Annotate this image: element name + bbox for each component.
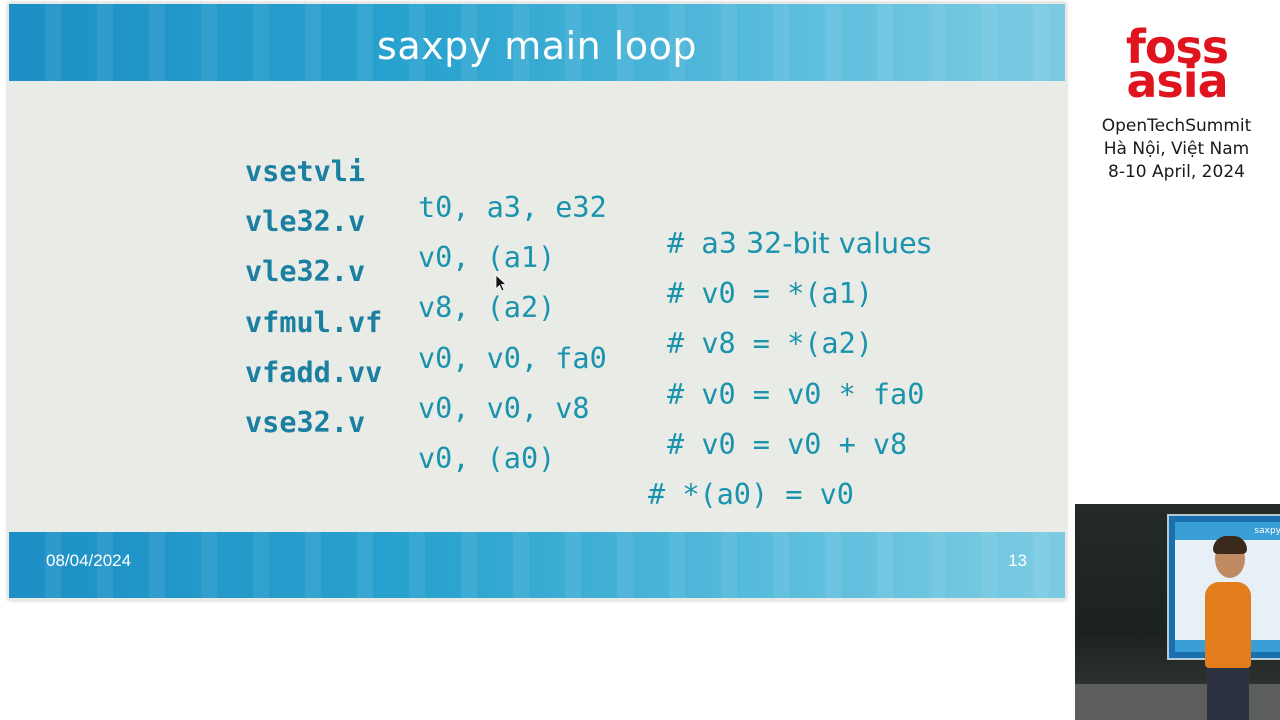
code-operands: v0, v0, v8 <box>418 392 590 425</box>
speaker-legs <box>1207 666 1249 720</box>
code-operands: v0, (a0) <box>418 442 556 475</box>
event-name: OpenTechSummit <box>1101 116 1252 136</box>
code-line: vsetvli t0, a3, e32 # a3 32-bit values <box>245 118 932 260</box>
code-line: vle32.v v8, (a2) # v8 = *(a2) <box>245 218 873 360</box>
code-comment: # v0 = v0 + v8 <box>667 428 908 461</box>
header-stripes <box>9 4 1065 81</box>
code-operands: v8, (a2) <box>418 291 556 324</box>
code-mnemonic: vle32.v <box>245 255 366 288</box>
presentation-slide: saxpy main loop vsetvli t0, a3, e32 # a3… <box>8 3 1066 600</box>
slide-page-number: 13 <box>1008 551 1027 570</box>
code-operands: v0, (a1) <box>418 241 556 274</box>
code-mnemonic: vfmul.vf <box>245 306 383 339</box>
code-comment: # v0 = *(a1) <box>667 277 873 310</box>
code-operands: v0, v0, fa0 <box>418 342 607 375</box>
code-line: vse32.v v0, (a0) # *(a0) = v0 <box>245 369 854 511</box>
footer-stripes <box>9 532 1065 598</box>
event-dates: 8-10 April, 2024 <box>1108 162 1245 182</box>
code-line: vle32.v v0, (a1) # v0 = *(a1) <box>245 168 873 310</box>
code-comment: # v8 = *(a2) <box>667 327 873 360</box>
slide-title: saxpy main loop <box>377 24 697 68</box>
speaker-camera-view: saxpy <box>1075 504 1280 720</box>
logo-line-asia: asia <box>1126 54 1228 108</box>
slide-body <box>9 81 1065 532</box>
code-mnemonic: vsetvli <box>245 155 366 188</box>
code-comment: # a3 32-bit values <box>667 226 932 262</box>
slide-header: saxpy main loop <box>9 4 1065 81</box>
code-mnemonic: vle32.v <box>245 205 366 238</box>
speaker-hair <box>1213 536 1247 554</box>
logo-line-foss: foss <box>1125 20 1229 74</box>
code-mnemonic: vfadd.vv <box>245 356 383 389</box>
code-line: vfmul.vf v0, v0, fa0 # v0 = v0 * fa0 <box>245 269 924 411</box>
code-comment: # *(a0) = v0 <box>648 478 854 511</box>
code-mnemonic: vse32.v <box>245 406 366 439</box>
fossasia-logo: foss asia <box>1095 20 1259 108</box>
slide-date: 08/04/2024 <box>46 551 132 570</box>
comment-hash: # <box>667 227 685 260</box>
slide-footer: 08/04/2024 13 <box>9 532 1065 598</box>
camera-floor <box>1075 684 1280 720</box>
code-line: vfadd.vv v0, v0, v8 # v0 = v0 + v8 <box>245 319 907 461</box>
event-location: Hà Nội, Việt Nam <box>1103 139 1250 159</box>
code-operands: t0, a3, e32 <box>418 191 607 224</box>
projected-slide-title: saxpy <box>1175 522 1280 540</box>
comment-text: a3 32-bit values <box>701 227 932 260</box>
speaker-body <box>1205 582 1251 668</box>
code-comment: # v0 = v0 * fa0 <box>667 378 925 411</box>
